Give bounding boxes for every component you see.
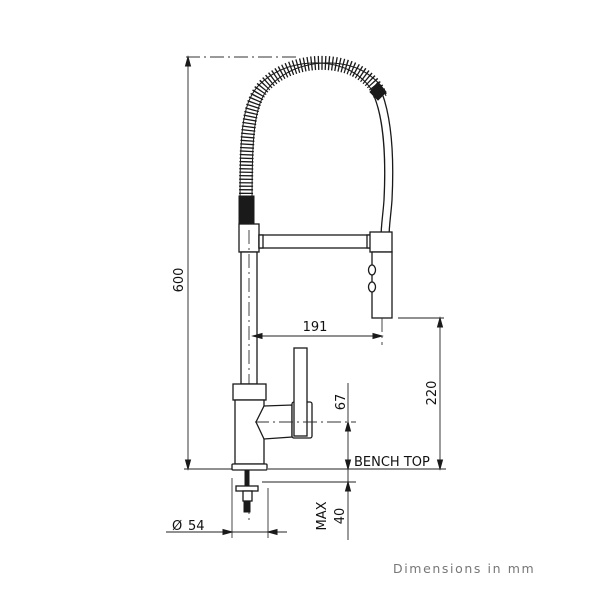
max-value: 40 — [333, 508, 348, 525]
base-diameter-dimension: Ø 54 — [166, 478, 287, 538]
units-note: Dimensions in mm — [393, 561, 536, 576]
base-diameter-label: 54 — [188, 519, 205, 534]
overall-height-dimension: 600 — [172, 55, 300, 471]
spout-reach-label: 191 — [303, 320, 328, 335]
outlet-height-dimension: 220 — [398, 316, 444, 471]
base-flange — [231, 463, 268, 471]
spray-button-upper — [367, 264, 377, 276]
mixer-body — [232, 347, 356, 465]
max-label: MAX — [315, 501, 330, 530]
lever-handle — [293, 347, 308, 437]
pull-out-hose — [373, 92, 394, 239]
spout-reach-dimension: 191 — [251, 320, 384, 340]
spray-head — [367, 231, 393, 345]
bench-top: BENCH TOP — [262, 455, 446, 483]
outlet-height-label: 220 — [425, 381, 440, 406]
diameter-symbol: Ø — [172, 519, 182, 534]
handle-height-dimension: 67 — [334, 383, 352, 471]
max-thickness-dimension: MAX 40 — [315, 469, 352, 540]
bench-top-label: BENCH TOP — [354, 455, 430, 470]
spring-end-cap — [369, 81, 387, 101]
spring-coil — [238, 55, 387, 225]
spray-button-lower — [367, 281, 377, 293]
spout-arm — [258, 234, 372, 249]
spring-base-sleeve — [238, 195, 255, 225]
overall-height-label: 600 — [172, 268, 187, 293]
mounting-shank — [235, 469, 259, 513]
handle-height-label: 67 — [334, 394, 349, 411]
